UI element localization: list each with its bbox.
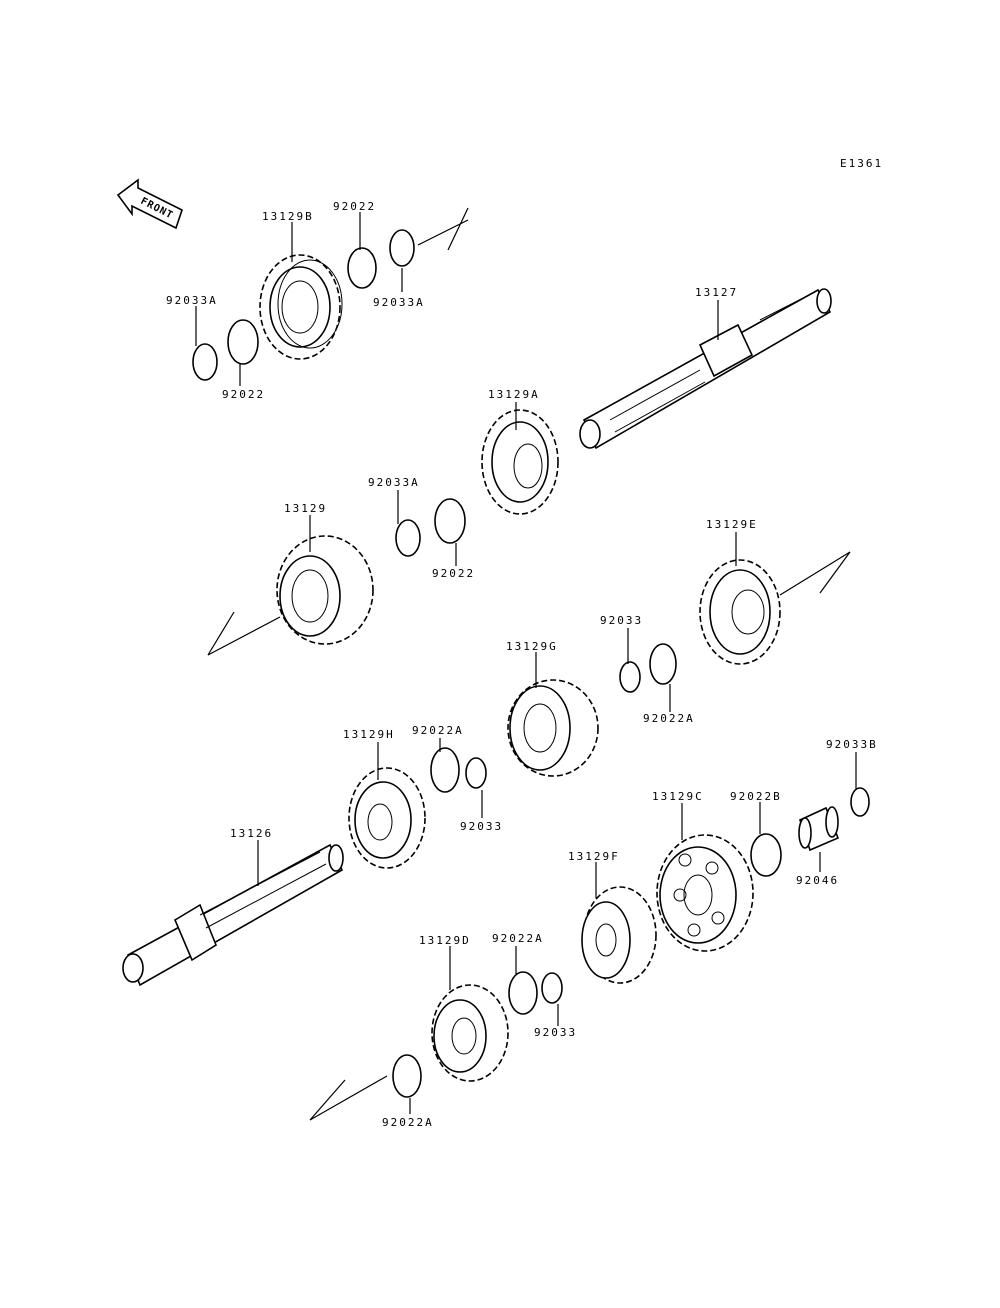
leader-lines: [195, 212, 857, 1114]
circlip-92033b[interactable]: [850, 787, 870, 817]
assembly-axis-lines: [207, 207, 851, 1121]
gear-13129f[interactable]: [581, 886, 657, 984]
label-92022a-low: 92022A: [492, 932, 544, 945]
ring-92022a-right[interactable]: [649, 643, 677, 685]
label-13129: 13129: [284, 502, 327, 515]
ring-92022-left[interactable]: [227, 319, 259, 365]
label-92033-mid: 92033: [460, 820, 503, 833]
label-92033a-top: 92033A: [373, 296, 425, 309]
ring-92022-top[interactable]: [347, 247, 377, 289]
ring-92022a-bottom[interactable]: [392, 1054, 422, 1098]
label-13129e: 13129E: [706, 518, 758, 531]
shaft-13126[interactable]: [122, 843, 344, 987]
label-13129f: 13129F: [568, 850, 620, 863]
label-92033a-mid: 92033A: [368, 476, 420, 489]
label-13129h: 13129H: [343, 728, 395, 741]
label-92033b: 92033B: [826, 738, 878, 751]
label-13129g: 13129G: [506, 640, 558, 653]
diagram-code: E1361: [840, 157, 883, 170]
circlip-92033-mid[interactable]: [465, 757, 487, 789]
circlip-92033-right[interactable]: [619, 661, 641, 693]
ring-92022a-mid[interactable]: [430, 747, 460, 793]
label-13129d: 13129D: [419, 934, 471, 947]
gear-13129g[interactable]: [507, 679, 599, 777]
needle-bearing-92046[interactable]: [798, 806, 840, 852]
ring-92022-mid[interactable]: [434, 498, 466, 544]
circlip-92033a-top[interactable]: [389, 229, 415, 267]
circlip-92033a-mid[interactable]: [395, 519, 421, 557]
label-92022a-right: 92022A: [643, 712, 695, 725]
front-arrow-icon: FRONT: [116, 178, 183, 230]
gear-13129e[interactable]: [699, 559, 781, 665]
ring-92022a-low[interactable]: [508, 971, 538, 1015]
label-13129a: 13129A: [488, 388, 540, 401]
ring-92022b[interactable]: [750, 833, 782, 877]
label-92022a-bottom: 92022A: [382, 1116, 434, 1129]
label-92022a-mid: 92022A: [412, 724, 464, 737]
label-13129b: 13129B: [262, 210, 314, 223]
label-92033-low: 92033: [534, 1026, 577, 1039]
label-92022-mid: 92022: [432, 567, 475, 580]
circlip-92033a-left[interactable]: [192, 343, 218, 381]
label-13127: 13127: [695, 286, 738, 299]
label-13129c: 13129C: [652, 790, 704, 803]
label-92022-left: 92022: [222, 388, 265, 401]
label-92022-top: 92022: [333, 200, 376, 213]
label-13126: 13126: [230, 827, 273, 840]
label-92033a-left: 92033A: [166, 294, 218, 307]
gear-13129a[interactable]: [481, 409, 559, 515]
label-92033-right: 92033: [600, 614, 643, 627]
shaft-13127[interactable]: [579, 288, 832, 450]
gear-13129c[interactable]: [656, 834, 754, 952]
gear-13129[interactable]: [276, 535, 374, 645]
gear-13129b[interactable]: [259, 254, 343, 360]
circlip-92033-low[interactable]: [541, 972, 563, 1004]
label-92022b: 92022B: [730, 790, 782, 803]
label-92046: 92046: [796, 874, 839, 887]
gear-13129d[interactable]: [431, 984, 509, 1082]
gear-13129h[interactable]: [348, 767, 426, 869]
